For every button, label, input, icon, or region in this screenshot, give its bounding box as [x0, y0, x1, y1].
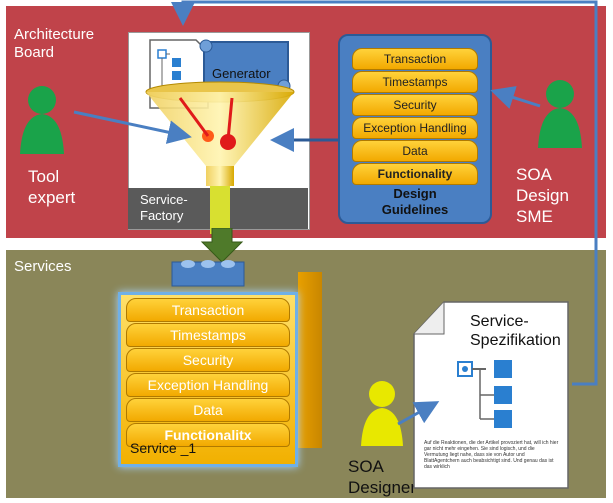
- tool-expert-arrow: [73, 110, 192, 144]
- tool-expert-figure-icon: [20, 86, 64, 154]
- soa-designer-figure-icon: [361, 381, 403, 446]
- soa-design-sme-figure-icon: [538, 80, 582, 148]
- design-guidelines-label-line1: Design: [393, 186, 437, 201]
- down-arrow-icon: [200, 228, 244, 263]
- service-layer-security: Security: [126, 348, 290, 372]
- design-guidelines-label-line2: Guidelines: [381, 202, 449, 217]
- architecture-board-label: Architecture Board: [14, 26, 94, 62]
- guideline-layer-transaction: Transaction: [352, 48, 478, 70]
- lego-connector-icon: [171, 260, 245, 287]
- tool-expert-label-line2: expert: [28, 188, 76, 207]
- architecture-board-label-line1: Architecture: [14, 26, 95, 43]
- service-layer-timestamps: Timestamps: [126, 323, 290, 347]
- generator-label: Generator: [212, 66, 271, 81]
- service-layer-transaction: Transaction: [126, 298, 290, 322]
- guideline-layer-exception-handling: Exception Handling: [352, 117, 478, 139]
- service-factory-label-line2: Factory: [140, 208, 184, 223]
- design-guidelines-stack: Transaction Timestamps Security Exceptio…: [352, 48, 478, 185]
- soa-design-sme-label-line3: SME: [516, 207, 553, 226]
- guideline-layer-security: Security: [352, 94, 478, 116]
- service-layer-exception-handling: Exception Handling: [126, 373, 290, 397]
- tool-expert-label: Tool expert: [28, 166, 75, 208]
- architecture-board-label-line2: Board: [14, 44, 55, 61]
- service-factory-label: Service- Factory: [140, 192, 188, 224]
- service-spec-title: Service- Spezifikation: [470, 312, 561, 350]
- service-spec-title-line1: Service-: [470, 313, 529, 330]
- funnel-icon: [145, 81, 295, 234]
- soa-designer-label-line1: SOA: [348, 457, 384, 476]
- guideline-layer-timestamps: Timestamps: [352, 71, 478, 93]
- sme-arrow: [490, 86, 541, 109]
- service-spec-document-icon: [413, 301, 569, 489]
- soa-design-sme-label-line2: Design: [516, 186, 569, 205]
- service-box-side: [298, 272, 322, 448]
- soa-designer-label-line2: Designer: [348, 478, 417, 497]
- service-1-label: Service _1: [130, 440, 197, 456]
- service-1-stack: Transaction Timestamps Security Exceptio…: [126, 298, 290, 447]
- service-layer-data: Data: [126, 398, 290, 422]
- tool-expert-label-line1: Tool: [28, 167, 60, 186]
- guideline-layer-functionality: Functionality: [352, 163, 478, 185]
- service-spec-title-line2: Spezifikation: [470, 332, 561, 349]
- soa-design-sme-label: SOA Design SME: [516, 164, 569, 227]
- design-guidelines-label: Design Guidelines: [352, 186, 478, 218]
- service-factory-label-line1: Service-: [140, 192, 188, 207]
- service-layer-functionalitx: Functionalitx: [126, 423, 290, 447]
- guideline-layer-data: Data: [352, 140, 478, 162]
- soa-design-sme-label-line1: SOA: [516, 165, 552, 184]
- feedback-loop-arrow: [171, 0, 598, 386]
- services-label: Services: [14, 258, 72, 275]
- designer-arrow: [397, 401, 440, 426]
- soa-designer-label: SOA Designer: [348, 456, 416, 498]
- service-spec-body-text: Auf die Reaktionen, die der Artikel prov…: [424, 440, 559, 470]
